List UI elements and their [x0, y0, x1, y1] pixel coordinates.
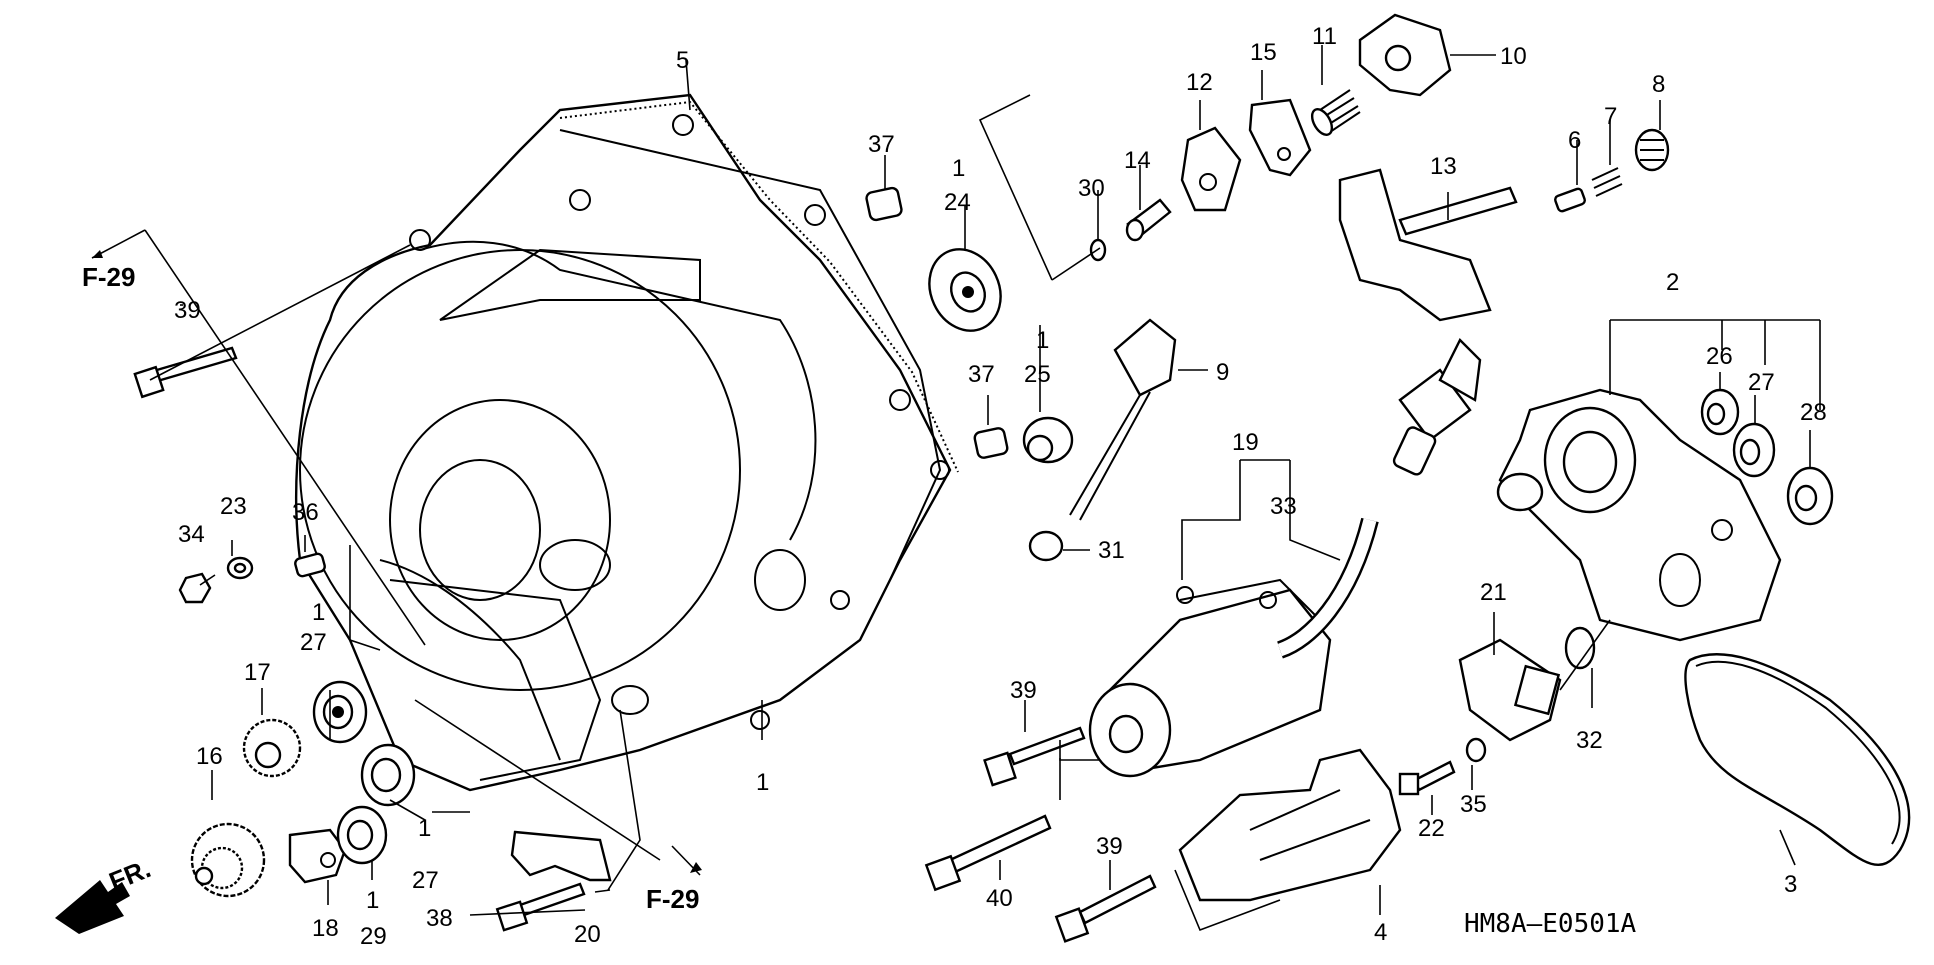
callout-36: 36: [292, 499, 319, 526]
callout-17: 17: [244, 659, 271, 686]
o-ring-31: [1028, 530, 1064, 562]
callout-29: 29: [360, 923, 387, 950]
plate-12: [1180, 126, 1242, 212]
bolt-38: [495, 882, 586, 932]
dowel-37-mid: [973, 427, 1009, 459]
diagram-code: HM8A—E0501A: [1464, 909, 1637, 939]
cam-10: [1358, 13, 1452, 97]
washer-23: [226, 556, 254, 580]
bearing-24: [928, 248, 1002, 332]
callout-3: 3: [1784, 871, 1797, 898]
bolt-39-bottom: [1054, 874, 1157, 943]
callout-1-sup-27b: 1: [418, 815, 431, 842]
callout-20: 20: [574, 921, 601, 948]
callout-13: 13: [1430, 153, 1457, 180]
callout-6: 6: [1568, 127, 1581, 154]
callout-9: 9: [1216, 359, 1229, 386]
bolt-39-left: [133, 346, 238, 399]
bolt-39-center: [983, 726, 1086, 787]
gasket-3: [1684, 653, 1911, 867]
pin-6: [1554, 187, 1586, 213]
callout-14: 14: [1124, 147, 1151, 174]
callout-37-top: 37: [868, 131, 895, 158]
dowel-37-top: [865, 186, 903, 222]
callout-26: 26: [1706, 343, 1733, 370]
bearing-27-upper: [312, 680, 368, 744]
callout-4: 4: [1374, 919, 1387, 946]
cover-4: [1178, 748, 1402, 902]
plate-20: [510, 830, 612, 882]
callout-37-mid: 37: [968, 361, 995, 388]
callout-39-center: 39: [1010, 677, 1037, 704]
callout-1-sup-25: 1: [1036, 327, 1049, 354]
bolt-40: [924, 814, 1052, 892]
spring-11: [1310, 89, 1361, 136]
callout-32: 32: [1576, 727, 1603, 754]
callout-2: 2: [1666, 269, 1679, 296]
callout-33: 33: [1270, 493, 1297, 520]
callout-1-main: 1: [756, 769, 769, 796]
bolt-8: [1634, 128, 1670, 172]
gear-17: [242, 718, 302, 778]
callout-10: 10: [1500, 43, 1527, 70]
callout-30: 30: [1078, 175, 1105, 202]
callout-19: 19: [1232, 429, 1259, 456]
callout-22: 22: [1418, 815, 1445, 842]
callout-5: 5: [676, 47, 689, 74]
callout-1-sup-27: 1: [312, 599, 325, 626]
sensor-21: [1458, 638, 1562, 742]
crankcase-cover: [295, 93, 959, 792]
bearing-27-right: [1732, 422, 1776, 478]
callout-28: 28: [1800, 399, 1827, 426]
callout-15: 15: [1250, 39, 1277, 66]
callout-23: 23: [220, 493, 247, 520]
callout-25: 25: [1024, 361, 1051, 388]
callout-27-left: 27: [300, 629, 327, 656]
callout-11: 11: [1312, 23, 1337, 50]
callout-34: 34: [178, 521, 205, 548]
callout-8: 8: [1652, 71, 1665, 98]
callout-7: 7: [1604, 103, 1617, 130]
callout-24: 24: [944, 189, 971, 216]
dipstick-9: [1069, 318, 1177, 521]
hose-33: [1276, 337, 1482, 659]
dowel-36: [294, 552, 326, 578]
nut-34: [178, 572, 212, 604]
bolt-22: [1398, 760, 1456, 796]
callout-18: 18: [312, 915, 339, 942]
motor-19: [1088, 578, 1332, 778]
bearing-29: [336, 805, 388, 865]
callout-27-right: 27: [1748, 369, 1775, 396]
callout-31: 31: [1098, 537, 1125, 564]
callout-40: 40: [986, 885, 1013, 912]
pin-14: [1125, 198, 1172, 242]
callout-27-lower: 27: [412, 867, 439, 894]
callout-16: 16: [196, 743, 223, 770]
callout-39-bottom: 39: [1096, 833, 1123, 860]
gear-16: [190, 822, 266, 898]
front-arrow-icon: [55, 880, 130, 934]
callout-21: 21: [1480, 579, 1507, 606]
callout-35: 35: [1460, 791, 1487, 818]
callout-12: 12: [1186, 69, 1213, 96]
bearing-26: [1700, 388, 1740, 436]
plate-18: [288, 828, 347, 884]
callout-39-left: 39: [174, 297, 201, 324]
ref-label-f29-bottom: F-29: [646, 884, 699, 914]
bearing-28: [1786, 466, 1834, 526]
housing-2: [1496, 388, 1782, 642]
shaft-13: [1338, 168, 1518, 322]
washer-35: [1465, 737, 1487, 763]
callout-1-sup-29: 1: [366, 887, 379, 914]
ref-label-f29-left: F-29: [82, 262, 135, 292]
o-ring-32: [1564, 626, 1596, 670]
spring-7: [1591, 167, 1623, 197]
plate-15: [1248, 98, 1312, 177]
bearing-25: [1022, 416, 1074, 464]
callout-1-sup-24: 1: [952, 155, 965, 182]
bearing-27-lower: [360, 743, 416, 807]
leader-lines: [91, 45, 1821, 932]
callout-38: 38: [426, 905, 453, 932]
